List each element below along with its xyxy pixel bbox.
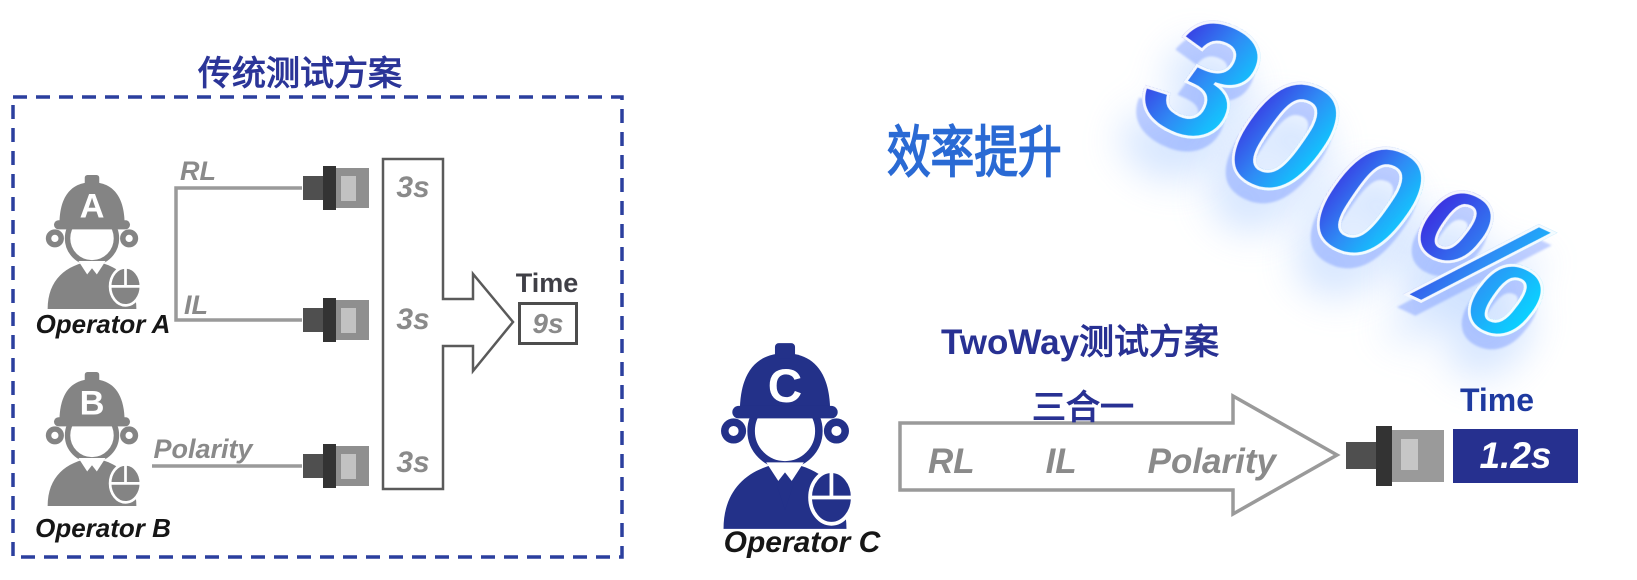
traditional-panel-title: 传统测试方案: [198, 55, 402, 93]
mouse-icon: [808, 469, 854, 526]
duration-il: 3s: [396, 303, 430, 336]
test-label-rl: RL: [180, 156, 216, 186]
efficiency-headline: 效率提升: [887, 121, 1062, 184]
helmet-brim: [53, 220, 131, 230]
operator-a-label: Operator A: [35, 309, 171, 339]
fiber-connector-icon-il: [303, 295, 369, 350]
total-time-twoway: 1.2s: [1453, 429, 1578, 483]
operator-b-letter: B: [80, 385, 105, 423]
helmet: [59, 182, 125, 225]
arrow-test-polarity: Polarity: [1147, 442, 1276, 481]
fiber-connector-icon-polarity: [303, 441, 369, 496]
helmet: [739, 353, 831, 413]
helmet-knob: [84, 175, 100, 186]
arrow-test-rl: RL: [928, 442, 975, 481]
duration-polarity: 3s: [396, 446, 430, 479]
mouse-icon: [108, 265, 142, 307]
mouse-icon: [108, 462, 142, 504]
operator-c-label: Operator C: [723, 526, 881, 559]
test-label-il: IL: [184, 290, 208, 320]
combined-tests-row: RL IL Polarity: [928, 442, 1276, 482]
test-label-polarity: Polarity: [153, 434, 253, 464]
operator-a-letter: A: [80, 188, 105, 226]
duration-rl: 3s: [396, 171, 430, 204]
time-label-traditional: Time: [515, 268, 579, 298]
operator-c-icon: C: [716, 343, 854, 529]
three-in-one-label: 三合一: [1032, 389, 1134, 427]
helmet: [59, 379, 125, 422]
arrow-test-il: IL: [1045, 442, 1077, 481]
operator-b-label: Operator B: [35, 513, 171, 543]
fiber-connector-icon-rl: [303, 163, 369, 218]
twoway-panel-title: TwoWay测试方案: [941, 323, 1220, 362]
tie: [85, 268, 99, 296]
total-time-traditional: 9s: [518, 302, 578, 345]
operator-a-icon: A: [42, 175, 142, 309]
operator-b-icon: B: [42, 372, 142, 506]
operator-c-letter: C: [768, 360, 802, 413]
fiber-connector-icon-twoway: [1346, 424, 1444, 492]
time-label-twoway: Time: [1459, 382, 1535, 418]
